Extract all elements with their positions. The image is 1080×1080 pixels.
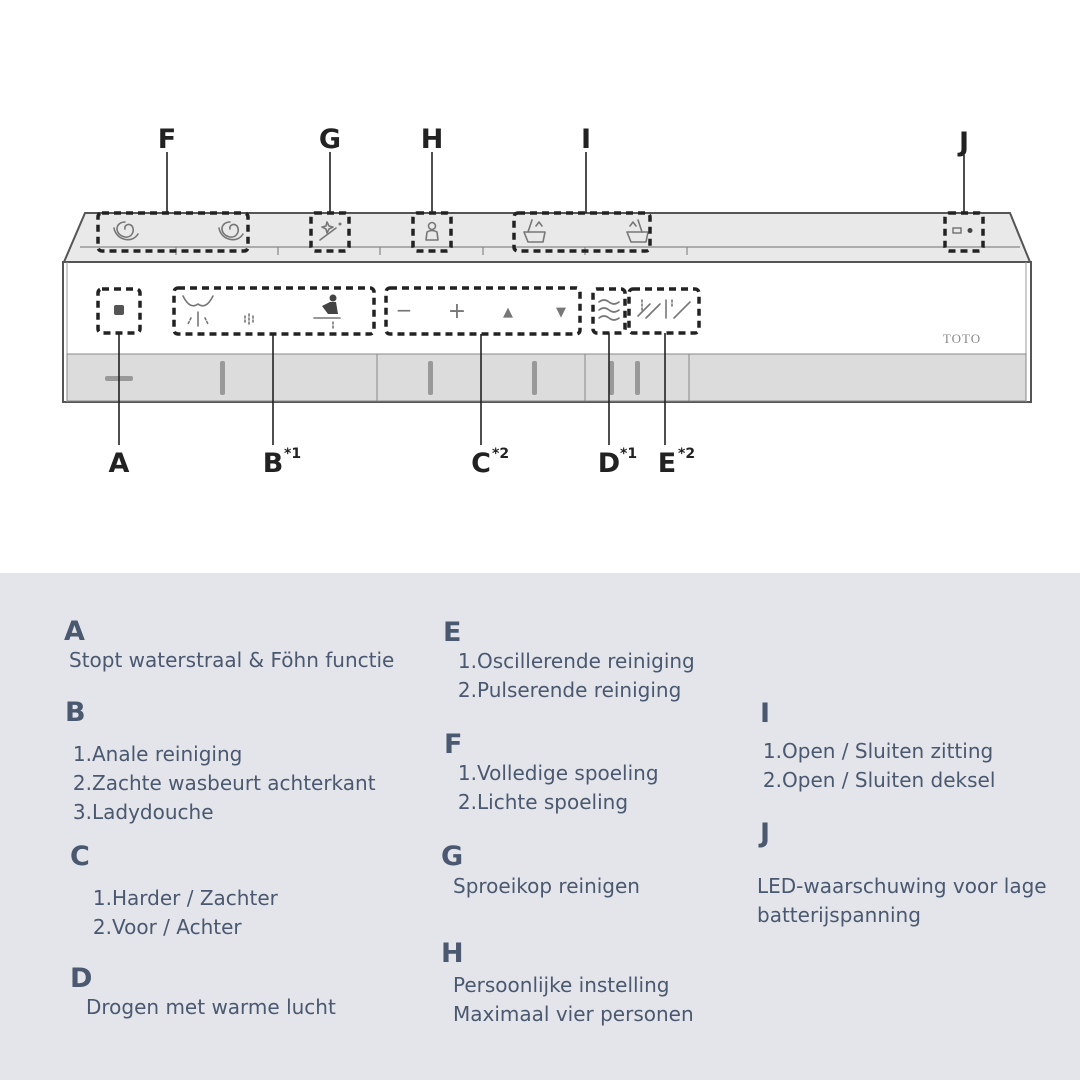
- eco-flush-icon[interactable]: [218, 221, 244, 241]
- callout-C-sup: *2: [492, 446, 509, 462]
- remote-front-panel: [62, 261, 1032, 403]
- remote-control-diagram: − + ▲ ▼ TOTO: [62, 124, 1032, 479]
- legend-H-line: Persoonlijke instelling: [453, 973, 670, 997]
- legend-D-letter: D: [70, 963, 93, 994]
- callout-D-sup: *1: [620, 446, 637, 462]
- list-item: 2.Lichte spoeling: [457, 790, 629, 814]
- leader-lines: [118, 152, 965, 445]
- legend-B-list: 1.Anale reiniging 2.Zachte wasbeurt acht…: [70, 740, 376, 827]
- list-item: 2.Voor / Achter: [92, 915, 242, 939]
- legend-D-text: Drogen met warme lucht: [86, 995, 336, 1019]
- list-item: 1.Anale reiniging: [72, 742, 243, 766]
- list-item: 3.Ladydouche: [72, 800, 214, 824]
- highlight-E: [627, 287, 701, 335]
- dryer-bar-button[interactable]: [609, 361, 614, 395]
- pulsate-icon[interactable]: [665, 299, 691, 319]
- callout-H: H: [421, 124, 444, 155]
- callout-J: J: [957, 127, 969, 158]
- callout-B-sup: *1: [284, 446, 301, 462]
- pressure-minus-button[interactable]: −: [396, 298, 413, 322]
- legend-A-letter: A: [64, 616, 85, 647]
- list-item: 1.Harder / Zachter: [92, 886, 278, 910]
- rear-wash-icon[interactable]: [182, 295, 214, 327]
- wash-bar-button[interactable]: [220, 361, 225, 395]
- stop-icon[interactable]: [114, 305, 124, 315]
- list-item: 1.Volledige spoeling: [457, 761, 659, 785]
- remote-top-panel: [62, 212, 1032, 263]
- pressure-buttons: − + ▲ ▼: [396, 298, 566, 324]
- legend-H-line: Maximaal vier personen: [453, 1002, 694, 1026]
- callout-E-sup: *2: [678, 446, 695, 462]
- list-item: 1.Oscillerende reiniging: [457, 649, 695, 673]
- position-forward-button[interactable]: ▲: [503, 305, 513, 320]
- pressure-bar-button-1[interactable]: [428, 361, 433, 395]
- legend-C-list: 1.Harder / Zachter 2.Voor / Achter: [90, 884, 278, 942]
- legend-I-letter: I: [760, 698, 771, 729]
- callout-I: I: [581, 124, 591, 155]
- full-flush-icon[interactable]: [113, 221, 139, 241]
- legend-F-letter: F: [444, 729, 463, 760]
- highlight-F: [96, 211, 250, 253]
- mode-bar-button[interactable]: [635, 361, 640, 395]
- legend-F-list: 1.Volledige spoeling 2.Lichte spoeling: [455, 759, 659, 817]
- position-back-button[interactable]: ▼: [556, 305, 566, 320]
- pressure-bar-button-2[interactable]: [532, 361, 537, 395]
- list-item: 1.Open / Sluiten zitting: [762, 739, 994, 763]
- legend-H-text: Persoonlijke instelling Maximaal vier pe…: [453, 971, 694, 1029]
- top-callout-labels: F G H I J: [158, 124, 969, 158]
- legend-G-text: Sproeikop reinigen: [453, 874, 640, 898]
- legend-G-letter: G: [441, 841, 464, 872]
- dryer-icon[interactable]: [598, 299, 620, 321]
- callout-D: D: [598, 448, 620, 479]
- battery-led-icon: [952, 227, 973, 234]
- highlight-C: [384, 286, 582, 336]
- callout-B: B: [263, 448, 284, 479]
- nozzle-clean-icon[interactable]: [319, 221, 342, 241]
- legend-J-line: batterijspanning: [757, 903, 921, 927]
- callout-G: G: [319, 124, 341, 155]
- legend-E-letter: E: [443, 617, 462, 648]
- legend-A-text: Stopt waterstraal & Föhn functie: [69, 648, 395, 672]
- legend-J-text: LED-waarschuwing voor lage batterijspann…: [757, 872, 1047, 930]
- soft-rear-wash-icon[interactable]: [244, 313, 254, 327]
- legend-C-letter: C: [70, 841, 90, 872]
- highlight-B: [172, 286, 376, 336]
- legend-H-letter: H: [441, 938, 464, 969]
- callout-E: E: [658, 448, 676, 479]
- front-wash-icon[interactable]: [313, 294, 341, 331]
- bottom-callout-labels: A B *1 C *2 D *1 E *2: [109, 446, 696, 479]
- oscillate-icon[interactable]: [637, 299, 661, 319]
- legend-I-list: 1.Open / Sluiten zitting 2.Open / Sluite…: [760, 737, 996, 795]
- highlight-I: [512, 211, 652, 253]
- seat-open-close-icon[interactable]: [523, 219, 546, 243]
- legend-panel: A Stopt waterstraal & Föhn functie B 1.A…: [0, 573, 1080, 1080]
- list-item: 2.Pulserende reiniging: [457, 678, 682, 702]
- callout-A: A: [109, 448, 130, 479]
- list-item: 2.Zachte wasbeurt achterkant: [72, 771, 376, 795]
- user-preset-icon[interactable]: [425, 221, 439, 241]
- legend-J-line: LED-waarschuwing voor lage: [757, 874, 1047, 898]
- lid-open-close-icon[interactable]: [626, 219, 649, 243]
- brand-logo: TOTO: [943, 331, 981, 346]
- callout-F: F: [158, 124, 176, 155]
- legend-J-letter: J: [760, 818, 771, 849]
- callout-C: C: [471, 448, 491, 479]
- pressure-plus-button[interactable]: +: [448, 299, 466, 324]
- legend-B-letter: B: [65, 697, 86, 728]
- list-item: 2.Open / Sluiten deksel: [762, 768, 996, 792]
- legend-E-list: 1.Oscillerende reiniging 2.Pulserende re…: [455, 647, 695, 705]
